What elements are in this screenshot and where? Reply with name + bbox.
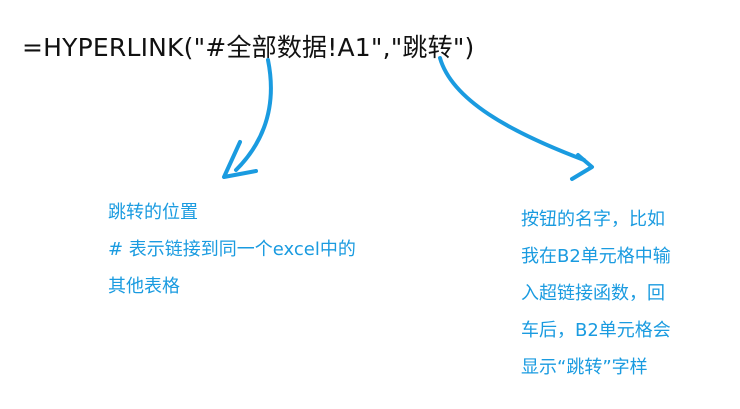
- arrow-to-button-name-note: [438, 56, 586, 162]
- formula-text: =HYPERLINK("#全部数据!A1","跳转"): [22, 33, 475, 62]
- position-note-line: # 表示链接到同一个excel中的: [108, 239, 356, 260]
- position-note: 跳转的位置 # 表示链接到同一个excel中的 其他表格: [108, 194, 356, 305]
- button-name-note-line: 按钮的名字，比如: [521, 209, 665, 230]
- arrow-head-button-name-note: [570, 153, 594, 181]
- button-name-note-line: 显示“跳转”字样: [521, 357, 648, 378]
- button-name-note-line: 车后，B2单元格会: [521, 320, 671, 341]
- button-name-note-line: 我在B2单元格中输: [521, 246, 671, 267]
- button-name-note-line: 入超链接函数，回: [521, 283, 665, 304]
- arrow-head-position-note: [222, 140, 258, 179]
- position-note-line: 其他表格: [108, 276, 180, 297]
- button-name-note: 按钮的名字，比如 我在B2单元格中输 入超链接函数，回 车后，B2单元格会 显示…: [521, 201, 671, 386]
- position-note-line: 跳转的位置: [108, 202, 198, 223]
- arrow-to-position-note: [234, 58, 273, 172]
